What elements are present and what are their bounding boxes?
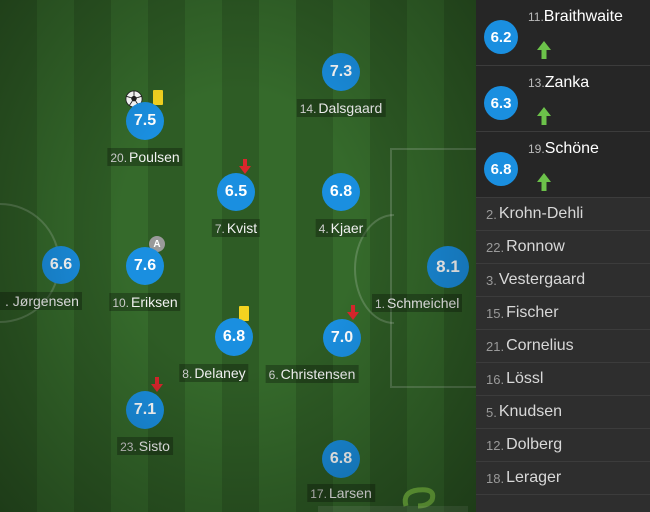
bench-panel: 6.2 11.Braithwaite 6.3 13.Zanka 6.8 19.S…: [476, 0, 650, 512]
bench-row-dolberg[interactable]: 12.Dolberg: [476, 429, 650, 462]
pitch: 7.5 20.Poulsen 7.3 14.Dalsgaard 6.5 7.Kv…: [0, 0, 476, 512]
player-rating: 7.6: [126, 247, 164, 285]
player-name-label: . Jørgensen: [0, 292, 82, 310]
player-name-label: 20.Poulsen: [107, 148, 183, 166]
sub-off-arrow-icon: [239, 159, 251, 174]
player-name-label: 17.Larsen: [307, 484, 375, 502]
player-rating: 6.8: [322, 440, 360, 478]
bench-row-knudsen[interactable]: 5.Knudsen: [476, 396, 650, 429]
substitute-row-zanka[interactable]: 6.3 13.Zanka: [476, 66, 650, 132]
bench-row-fischer[interactable]: 15.Fischer: [476, 297, 650, 330]
substitute-row-schone[interactable]: 6.8 19.Schöne: [476, 132, 650, 198]
bench-row-ronnow[interactable]: 22.Ronnow: [476, 231, 650, 264]
player-rating: 6.5: [217, 173, 255, 211]
sub-off-arrow-icon: [151, 377, 163, 392]
sub-off-arrow-icon: [347, 305, 359, 320]
player-name-label: 10.Eriksen: [109, 293, 181, 311]
bench-row-vestergaard[interactable]: 3.Vestergaard: [476, 264, 650, 297]
player-name-label: 6.Christensen: [265, 365, 359, 383]
player-name-label: 1.Schmeichel: [372, 294, 463, 312]
bench-row-cornelius[interactable]: 21.Cornelius: [476, 330, 650, 363]
player-rating: 6.8: [215, 318, 253, 356]
sub-on-arrow-icon: [537, 173, 551, 191]
player-name-label: 19.Schöne: [528, 140, 599, 157]
player-name-label: 14.Dalsgaard: [296, 99, 386, 117]
player-name-label: 4.Kjaer: [315, 219, 367, 237]
player-rating: 7.1: [126, 391, 164, 429]
player-rating: 7.5: [126, 102, 164, 140]
player-name-label: 11.Braithwaite: [528, 8, 623, 25]
player-name-label: 7.Kvist: [211, 219, 261, 237]
whoscored-logo-icon: [318, 487, 468, 512]
player-name-label: 13.Zanka: [528, 74, 590, 91]
player-rating: 6.2: [484, 20, 518, 54]
player-rating: 6.3: [484, 86, 518, 120]
yellow-card-icon: [239, 306, 249, 321]
player-rating: 6.8: [484, 152, 518, 186]
bench-row-krohn-dehli[interactable]: 2.Krohn-Dehli: [476, 198, 650, 231]
yellow-card-icon: [153, 90, 163, 105]
bench-row-lerager[interactable]: 18.Lerager: [476, 462, 650, 495]
sub-on-arrow-icon: [537, 41, 551, 59]
sub-on-arrow-icon: [537, 107, 551, 125]
substitute-row-braithwaite[interactable]: 6.2 11.Braithwaite: [476, 0, 650, 66]
player-rating: 8.1: [427, 246, 469, 288]
player-rating: 7.3: [322, 53, 360, 91]
player-name-label: 23.Sisto: [117, 437, 173, 455]
bench-row-lossl[interactable]: 16.Lössl: [476, 363, 650, 396]
player-rating: 6.6: [42, 246, 80, 284]
player-rating: 6.8: [322, 173, 360, 211]
player-name-label: 8.Delaney: [179, 364, 249, 382]
player-rating: 7.0: [323, 319, 361, 357]
